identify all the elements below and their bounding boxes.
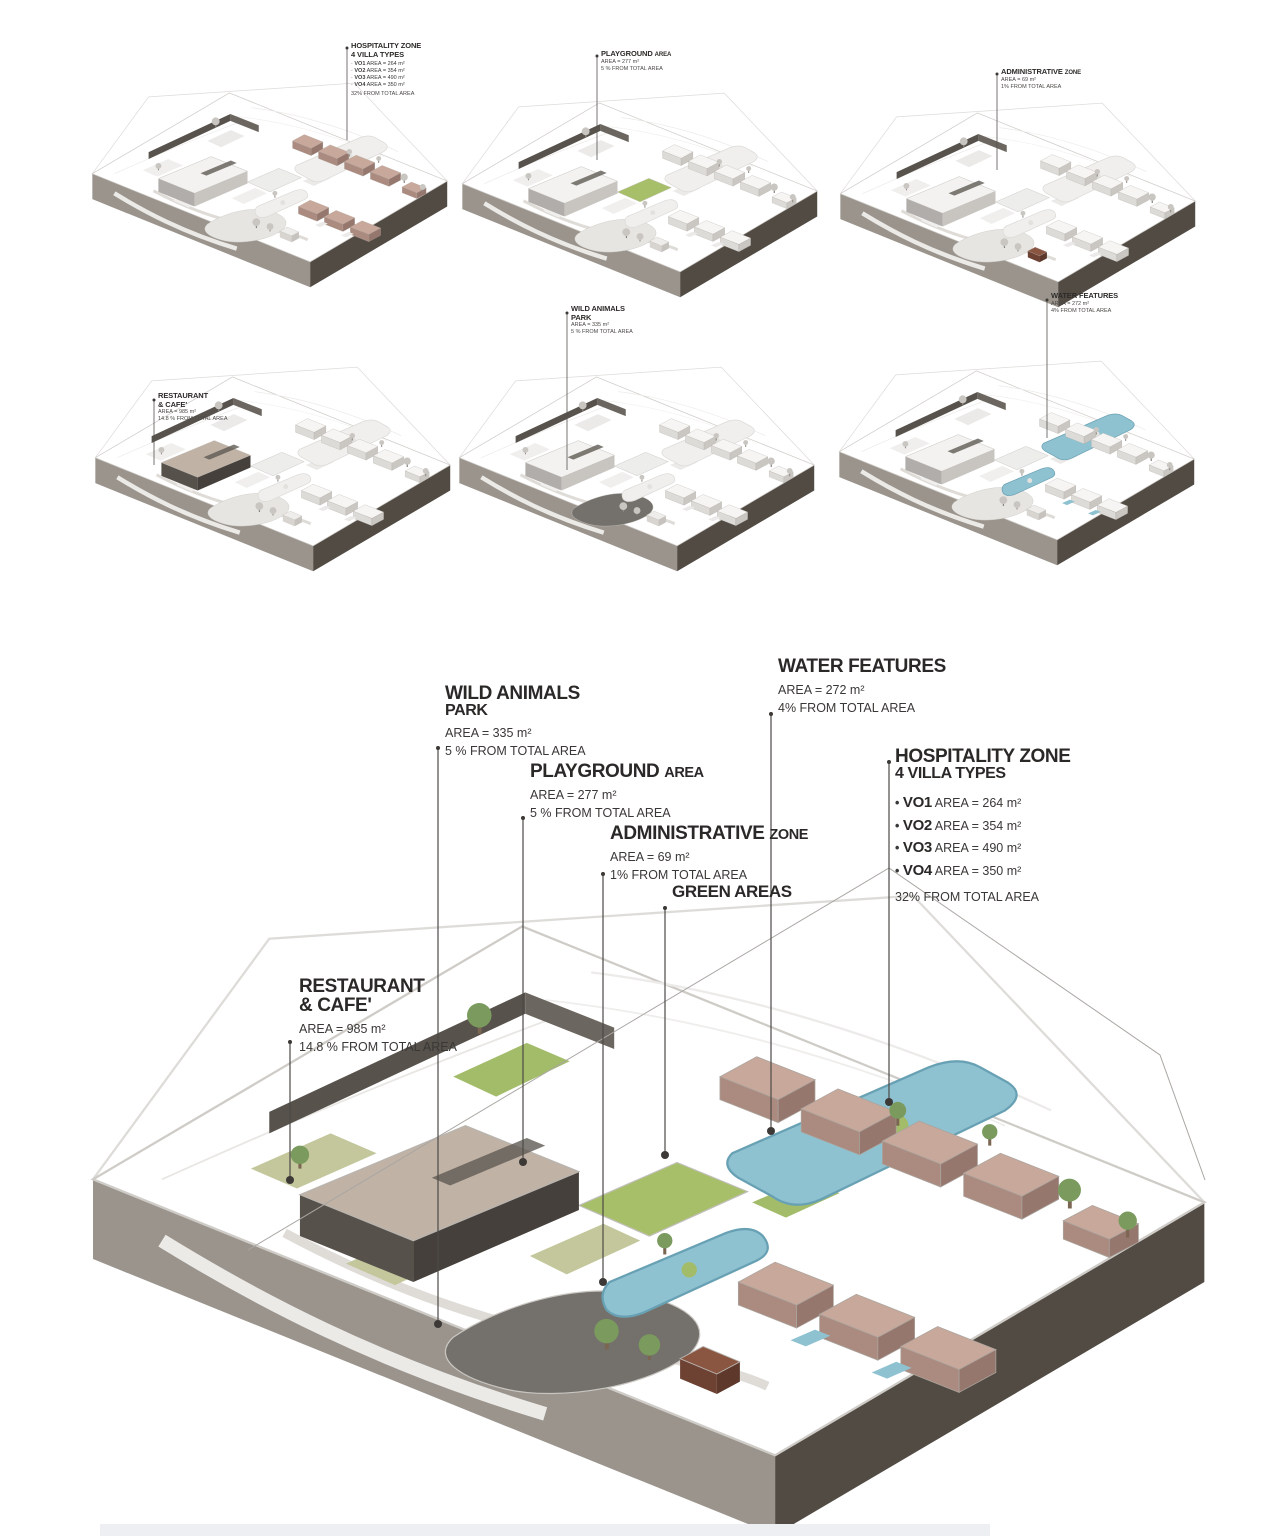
hospitality-thumb-label: HOSPITALITY ZONE 4 VILLA TYPES VO1 AREA … (351, 41, 461, 97)
thumbnail-restaurant (88, 362, 460, 573)
playground-thumb-label: PLAYGROUND AREA AREA = 277 m² 5 % FROM T… (601, 49, 672, 73)
label-title: HOSPITALITY ZONE (351, 41, 422, 50)
playground-label: PLAYGROUND AREA AREA = 277 m² 5 % FROM T… (530, 761, 704, 820)
thumbnail-water-features (832, 356, 1204, 567)
bottom-strip (100, 1524, 990, 1536)
main-site-model (70, 880, 1235, 1536)
administrative-thumb-label: ADMINISTRATIVE ZONE AREA = 69 m² 1% FROM… (1001, 67, 1082, 91)
administrative-label: ADMINISTRATIVE ZONE AREA = 69 m² 1% FROM… (610, 823, 809, 882)
wild-animals-label: WILD ANIMALS PARK AREA = 335 m² 5 % FROM… (445, 683, 586, 758)
label-subtitle: 4 VILLA TYPES (351, 49, 405, 59)
restaurant-thumb-label: RESTAURANT & CAFE' AREA = 985 m² 14.8 % … (158, 391, 228, 423)
hospitality-label: HOSPITALITY ZONE 4 VILLA TYPES VO1 AREA … (895, 747, 1115, 904)
villa-list: VO1 AREA = 264 m² VO2 AREA = 354 m² VO3 … (895, 792, 1115, 882)
restaurant-label: RESTAURANT & CAFE' AREA = 985 m² 14.8 % … (299, 976, 457, 1054)
green-areas-label: GREEN AREAS (672, 882, 792, 901)
wild-animals-thumb-label: WILD ANIMALS PARK AREA = 335 m² 5 % FROM… (571, 304, 633, 336)
thumbnail-playground (455, 88, 827, 299)
water-features-label: WATER FEATURES AREA = 272 m² 4% FROM TOT… (778, 656, 946, 715)
villa-list: VO1 AREA = 264 m² VO2 AREA = 354 m² VO3 … (351, 61, 461, 89)
thumbnail-wild-animals (452, 362, 824, 573)
thumbnail-administrative (833, 98, 1205, 309)
water-features-thumb-label: WATER FEATURES AREA = 272 m² 4% FROM TOT… (1051, 291, 1119, 314)
label-total: 32% FROM TOTAL AREA (351, 90, 415, 97)
thumbnail-hospitality (85, 78, 457, 289)
